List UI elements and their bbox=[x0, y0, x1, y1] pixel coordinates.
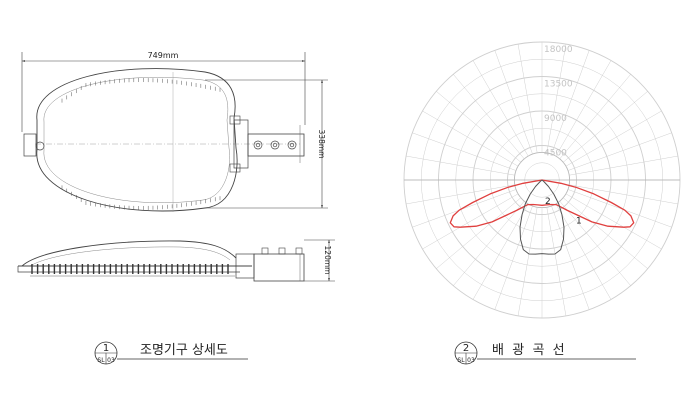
polar-spoke bbox=[551, 205, 590, 310]
polar-spoke bbox=[472, 203, 529, 300]
polar-spoke bbox=[559, 74, 631, 160]
polar-spoke bbox=[546, 207, 567, 316]
polar-spoke bbox=[494, 205, 533, 310]
luminaire-drawing: 749mm bbox=[17, 51, 335, 365]
top-view-inner-shell bbox=[43, 77, 230, 203]
polar-spoke bbox=[517, 207, 538, 316]
polar-chart: 4500 9000 13500 18000 1 2 2 SL 03 배 광 곡 선 bbox=[403, 41, 681, 365]
dimension-height-side bbox=[304, 239, 335, 282]
series-curve-2 bbox=[519, 179, 565, 255]
drawing-title-2: 배 광 곡 선 bbox=[492, 343, 565, 358]
polar-spoke bbox=[436, 91, 522, 163]
polar-spoke bbox=[569, 184, 678, 205]
title-ref-right-1: 03 bbox=[107, 357, 115, 364]
polar-spoke bbox=[494, 50, 533, 155]
polar-spoke bbox=[412, 189, 517, 228]
luminaire-top-view bbox=[23, 68, 305, 212]
polar-spoke bbox=[562, 91, 648, 163]
title-number-2: 2 bbox=[463, 343, 469, 354]
top-view-outer-shell bbox=[36, 68, 238, 212]
mounting-arm-top bbox=[247, 133, 305, 157]
series-curve-1 bbox=[449, 179, 635, 228]
polar-spoke bbox=[559, 200, 631, 286]
polar-ring-label: 18000 bbox=[544, 45, 573, 55]
title-number-1: 1 bbox=[103, 343, 109, 354]
polar-spoke bbox=[422, 193, 519, 250]
polar-spoke bbox=[565, 193, 662, 250]
polar-spoke bbox=[453, 74, 525, 160]
polar-spoke bbox=[412, 132, 517, 171]
luminaire-side-view bbox=[17, 240, 305, 282]
title-ref-left-2: SL bbox=[457, 357, 465, 364]
dimension-height-side-label: 120mm bbox=[323, 246, 332, 275]
polar-spoke bbox=[555, 203, 612, 300]
polar-spoke bbox=[406, 184, 515, 205]
polar-ring-label: 9000 bbox=[544, 114, 567, 124]
curve-label-2: 2 bbox=[545, 197, 551, 207]
polar-spoke bbox=[546, 44, 567, 153]
dimension-height-top bbox=[205, 79, 328, 209]
polar-spoke bbox=[517, 44, 538, 153]
polar-spoke bbox=[567, 132, 672, 171]
title-ref-right-2: 03 bbox=[467, 357, 475, 364]
polar-spoke bbox=[422, 110, 519, 167]
polar-spoke bbox=[555, 60, 612, 157]
title-block-1: 1 SL 03 조명기구 상세도 bbox=[94, 341, 248, 365]
polar-spoke bbox=[453, 200, 525, 286]
drawing-title-1: 조명기구 상세도 bbox=[140, 343, 228, 358]
polar-spoke bbox=[565, 110, 662, 167]
title-ref-left-1: SL bbox=[97, 357, 105, 364]
side-view-dome bbox=[21, 240, 237, 267]
mounting-arm-side bbox=[253, 253, 305, 282]
dimension-width bbox=[21, 52, 306, 132]
cap-screw bbox=[35, 141, 45, 151]
polar-spoke bbox=[569, 155, 678, 176]
curve-label-1: 1 bbox=[576, 217, 582, 227]
end-cap bbox=[23, 133, 37, 157]
polar-ring-label: 4500 bbox=[544, 149, 567, 159]
dimension-width-label: 749mm bbox=[148, 51, 179, 60]
polar-spoke bbox=[472, 60, 529, 157]
polar-ring-label: 13500 bbox=[544, 80, 573, 90]
polar-grid bbox=[403, 41, 681, 319]
polar-spoke bbox=[406, 155, 515, 176]
arm-bolts bbox=[253, 140, 297, 150]
polar-spoke bbox=[436, 197, 522, 269]
polar-spoke bbox=[567, 189, 672, 228]
title-block-2: 2 SL 03 배 광 곡 선 bbox=[454, 341, 636, 365]
polar-spoke bbox=[562, 197, 648, 269]
dimension-height-top-label: 338mm bbox=[317, 130, 326, 159]
polar-spoke bbox=[551, 50, 590, 155]
